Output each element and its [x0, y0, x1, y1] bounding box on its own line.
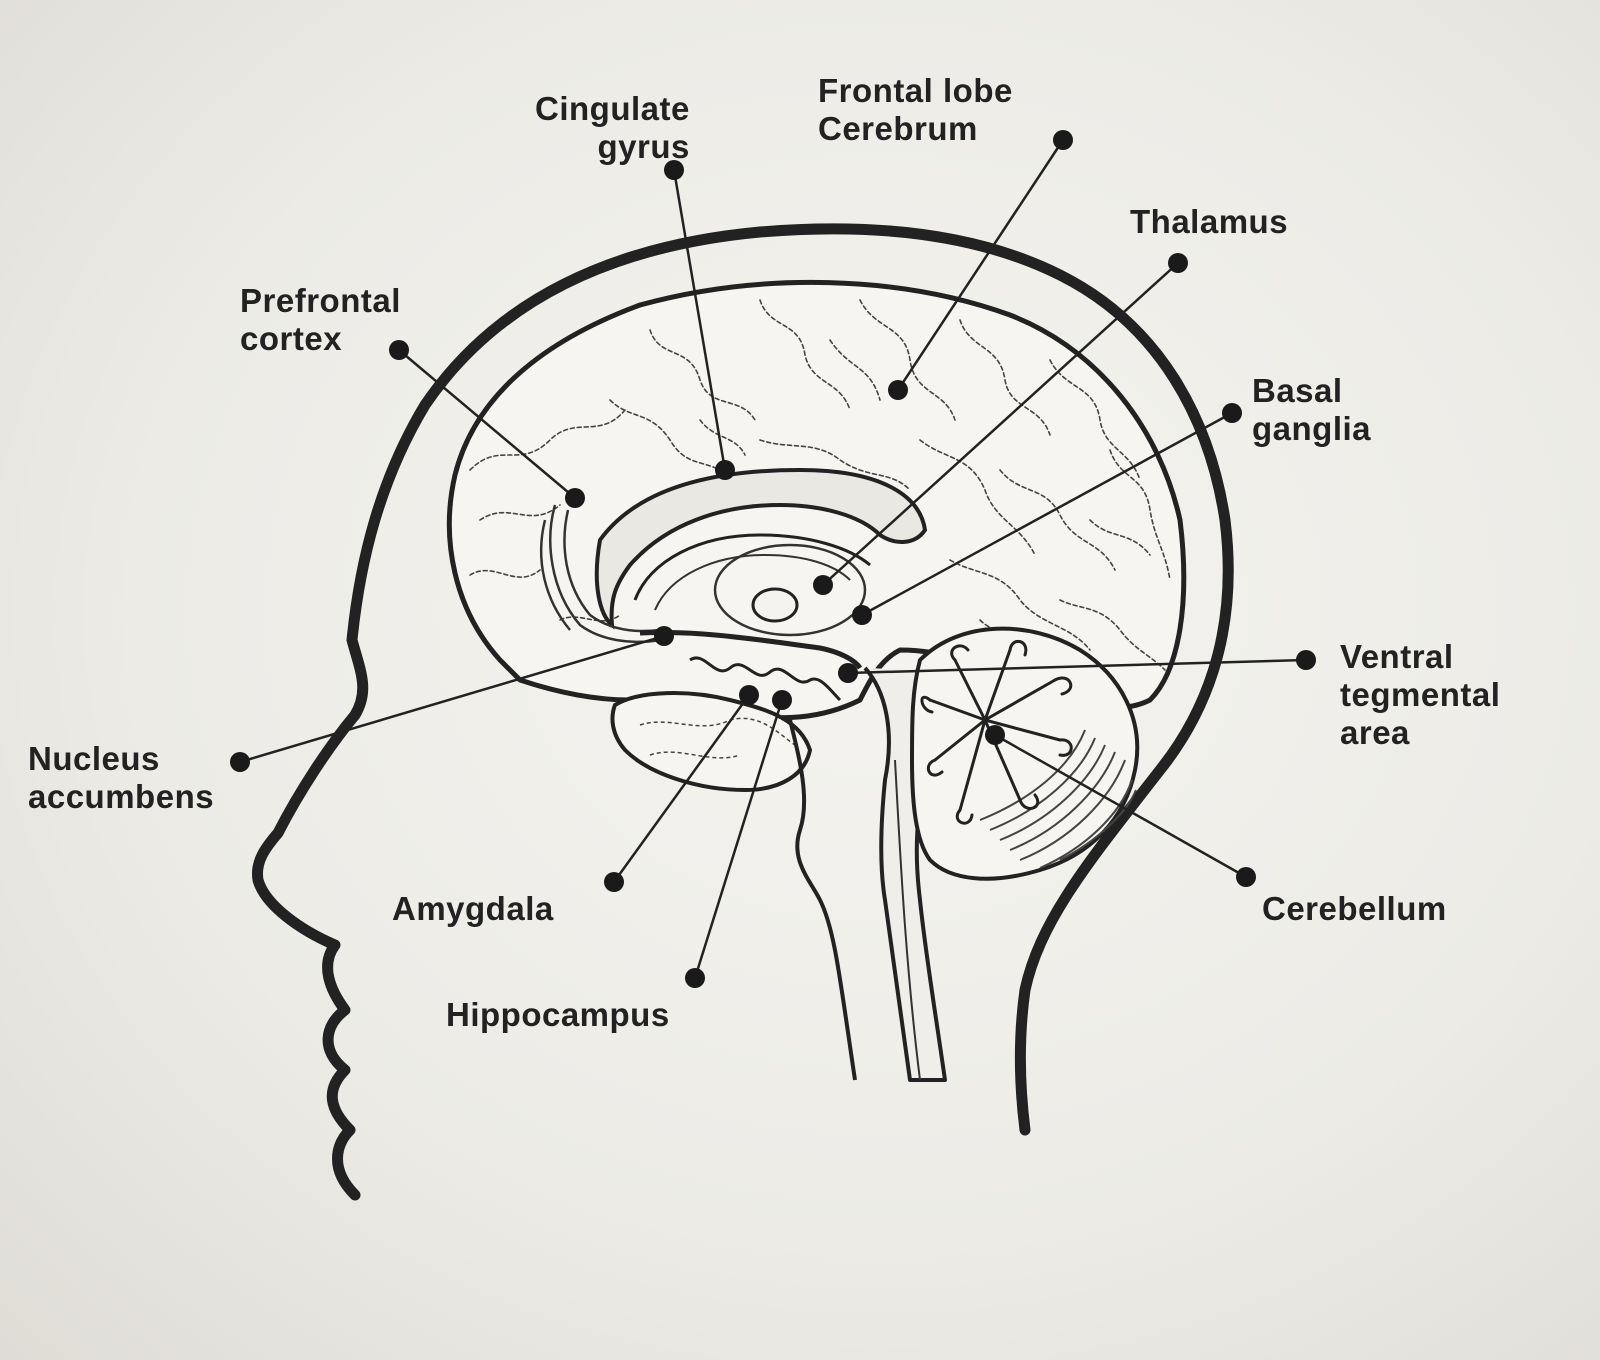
leader-frontal [896, 139, 1065, 391]
label-line: gyrus [597, 128, 690, 165]
cerebellum-hatching [979, 729, 1137, 869]
prefrontal-tract [539, 504, 661, 644]
label-cingulate-gyrus: Cingulate gyrus [535, 90, 690, 166]
label-line: Thalamus [1130, 203, 1289, 240]
label-prefrontal-cortex: Prefrontal cortex [240, 282, 401, 358]
leader-ventral [847, 658, 1307, 675]
leader-amygdala [612, 694, 751, 883]
label-line: Cerebrum [818, 110, 978, 147]
cerebellum-body [909, 626, 1140, 881]
neck-outline [788, 719, 857, 1081]
label-line: Cerebellum [1262, 890, 1447, 927]
dot-ventral-target [838, 663, 858, 683]
label-basal-ganglia: Basal ganglia [1252, 372, 1371, 448]
dot-cingulate-target [715, 460, 735, 480]
dot-frontal-target [888, 380, 908, 400]
dot-nucleus-target [654, 626, 674, 646]
leader-cingulate [672, 169, 727, 471]
leader-thalamus [822, 262, 1179, 586]
dot-thalamus-target [813, 575, 833, 595]
label-line: Frontal lobe [818, 72, 1013, 109]
label-line: Hippocampus [446, 996, 670, 1033]
dot-basal-label [1222, 403, 1242, 423]
thalamus-body [713, 543, 867, 637]
dot-ventral-label [1296, 650, 1316, 670]
label-line: area [1340, 714, 1410, 751]
brainstem-stripe [894, 759, 921, 1081]
dot-nucleus-label [230, 752, 250, 772]
label-line: Ventral [1340, 638, 1454, 675]
fornix [633, 533, 871, 601]
label-line: Nucleus [28, 740, 160, 777]
label-line: cortex [240, 320, 343, 357]
label-amygdala: Amygdala [392, 890, 554, 928]
label-line: Basal [1252, 372, 1343, 409]
cerebrum-gyri [469, 299, 1171, 671]
dot-basal-target [852, 605, 872, 625]
label-line: Cingulate [535, 90, 690, 127]
dot-cerebellum-target [985, 725, 1005, 745]
dot-cerebellum-label [1236, 867, 1256, 887]
dot-cingulate-label [664, 160, 684, 180]
leader-nucleus [239, 634, 665, 764]
head-outline [251, 223, 1234, 1201]
leader-prefrontal [398, 349, 576, 499]
label-frontal-lobe-cerebrum: Frontal lobe Cerebrum [818, 72, 1013, 148]
corpus-callosum [594, 467, 928, 630]
label-cerebellum: Cerebellum [1262, 890, 1447, 928]
dot-thalamus-label [1168, 253, 1188, 273]
leader-hippocampus [693, 699, 784, 979]
dot-prefrontal-label [389, 340, 409, 360]
label-line: accumbens [28, 778, 215, 815]
dot-amygdala-label [604, 872, 624, 892]
label-hippocampus: Hippocampus [446, 996, 670, 1034]
label-line: tegmental [1340, 676, 1501, 713]
marker-dots [230, 130, 1316, 988]
label-nucleus-accumbens: Nucleus accumbens [28, 740, 214, 816]
fornix-inner [654, 553, 851, 611]
label-line: Prefrontal [240, 282, 401, 319]
leader-basal [861, 411, 1233, 617]
label-thalamus: Thalamus [1130, 203, 1288, 241]
dot-frontal-label [1053, 130, 1073, 150]
label-line: ganglia [1252, 410, 1372, 447]
label-ventral-tegmental-area: Ventral tegmental area [1340, 638, 1500, 752]
dot-prefrontal-target [565, 488, 585, 508]
leader-lines [239, 139, 1307, 979]
limbic-folds [689, 656, 842, 702]
leader-cerebellum [994, 733, 1247, 879]
dot-hippocampus-label [685, 968, 705, 988]
dot-hippocampus-target [772, 690, 792, 710]
thalamus-oval [751, 587, 799, 623]
label-line: Amygdala [392, 890, 554, 927]
dot-amygdala-target [739, 685, 759, 705]
mesolimbic-tract [639, 629, 863, 670]
